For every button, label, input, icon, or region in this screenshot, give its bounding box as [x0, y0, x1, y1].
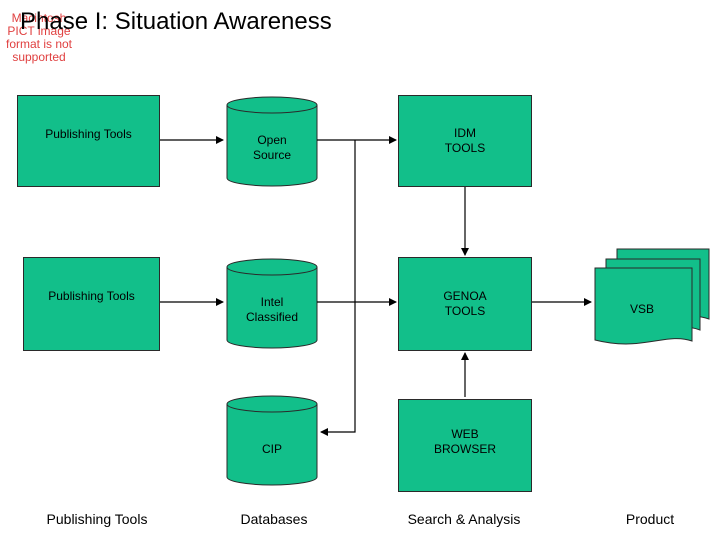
node-publishing-tools-2: Publishing Tools [23, 257, 160, 351]
node-genoa-tools: GENOA TOOLS [398, 257, 532, 351]
node-idm-tools: IDM TOOLS [398, 95, 532, 187]
missing-image-placeholder: Macintosh PICT image format is not suppo… [5, 11, 73, 64]
database-cylinder-open-source [226, 96, 318, 187]
label-cip: CIP [261, 442, 282, 456]
page-title: Phase I: Situation Awareness [20, 8, 332, 35]
column-caption-search-analysis: Search & Analysis [407, 511, 521, 527]
label-intel-classified: Intel Classified [245, 295, 299, 324]
database-cylinder-intel [226, 258, 318, 349]
node-label: WEB BROWSER [433, 427, 496, 456]
column-caption-publishing-tools: Publishing Tools [46, 511, 148, 527]
product-document-stack [594, 248, 710, 345]
column-caption-product: Product [625, 511, 675, 527]
node-label: Publishing Tools [48, 289, 135, 303]
node-web-browser: WEB BROWSER [398, 399, 532, 492]
connector-to-cip [320, 140, 356, 436]
label-vsb: VSB [629, 302, 654, 316]
node-label: IDM TOOLS [444, 126, 486, 155]
column-caption-databases: Databases [240, 511, 308, 527]
database-cylinder-cip [226, 395, 318, 486]
label-open-source: Open Source [252, 133, 292, 162]
node-label: Publishing Tools [45, 127, 132, 141]
node-publishing-tools-1: Publishing Tools [17, 95, 160, 187]
node-label: GENOA TOOLS [443, 289, 487, 318]
